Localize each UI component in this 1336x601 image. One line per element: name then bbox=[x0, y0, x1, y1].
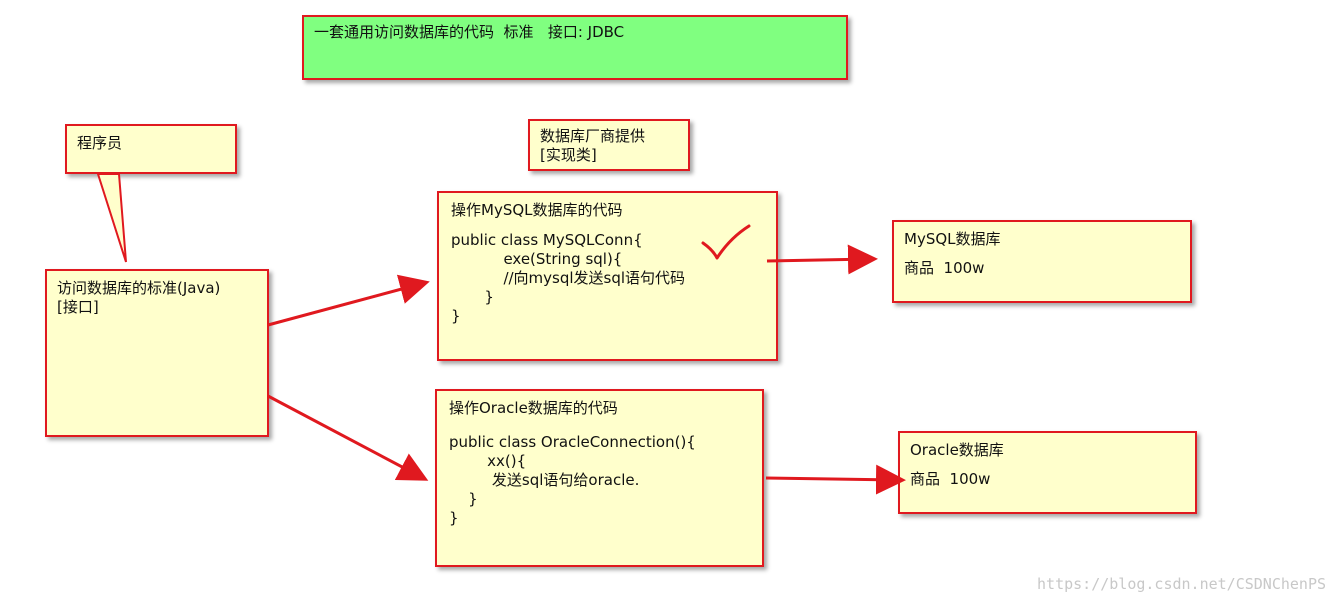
oracle-code-line: public class OracleConnection(){ bbox=[449, 433, 696, 451]
oracle-code-line: } bbox=[449, 490, 478, 508]
mysql-db-title: MySQL数据库 bbox=[904, 230, 1001, 248]
mysql-database-box: MySQL数据库 商品 100w bbox=[892, 220, 1192, 303]
arrow-to-mysql-code bbox=[267, 274, 430, 327]
mysql-code-line: } bbox=[451, 307, 461, 325]
mysql-code-title: 操作MySQL数据库的代码 bbox=[451, 201, 623, 219]
oracle-code-box: 操作Oracle数据库的代码 public class OracleConnec… bbox=[435, 389, 764, 567]
arrow-to-mysql-db bbox=[766, 244, 878, 275]
programmer-label: 程序员 bbox=[77, 134, 123, 152]
standard-line-2: [接口] bbox=[57, 298, 99, 316]
vendor-line-1: 数据库厂商提供 bbox=[540, 127, 646, 145]
mysql-code-line: //向mysql发送sql语句代码 bbox=[451, 269, 686, 287]
oracle-database-box: Oracle数据库 商品 100w bbox=[898, 431, 1197, 514]
oracle-db-title: Oracle数据库 bbox=[910, 441, 1004, 459]
java-standard-box: 访问数据库的标准(Java) [接口] bbox=[45, 269, 269, 437]
programmer-callout: 程序员 bbox=[65, 124, 237, 174]
mysql-code-line: public class MySQLConn{ bbox=[451, 231, 643, 249]
oracle-code-title: 操作Oracle数据库的代码 bbox=[449, 399, 618, 417]
vendor-line-2: [实现类] bbox=[540, 146, 597, 164]
oracle-code-line: xx(){ bbox=[449, 452, 527, 470]
mysql-db-content: 商品 100w bbox=[904, 259, 985, 277]
standard-line-1: 访问数据库的标准(Java) bbox=[57, 279, 221, 297]
vendor-note-box: 数据库厂商提供 [实现类] bbox=[528, 119, 690, 171]
mysql-code-box: 操作MySQL数据库的代码 public class MySQLConn{ ex… bbox=[437, 191, 778, 361]
mysql-code-line: } bbox=[451, 288, 494, 306]
callout-pointer bbox=[96, 173, 127, 263]
oracle-code-line: 发送sql语句给oracle. bbox=[449, 471, 640, 489]
oracle-db-content: 商品 100w bbox=[910, 470, 991, 488]
watermark-url: https://blog.csdn.net/CSDNChenPS bbox=[1037, 575, 1326, 593]
oracle-code-line: } bbox=[449, 509, 459, 527]
jdbc-title-text: 一套通用访问数据库的代码 标准 接口: JDBC bbox=[314, 23, 625, 41]
arrow-to-oracle-db bbox=[765, 464, 906, 495]
mysql-code-line: exe(String sql){ bbox=[451, 250, 623, 268]
jdbc-title-box: 一套通用访问数据库的代码 标准 接口: JDBC bbox=[302, 15, 848, 80]
arrow-to-oracle-code bbox=[267, 394, 429, 481]
